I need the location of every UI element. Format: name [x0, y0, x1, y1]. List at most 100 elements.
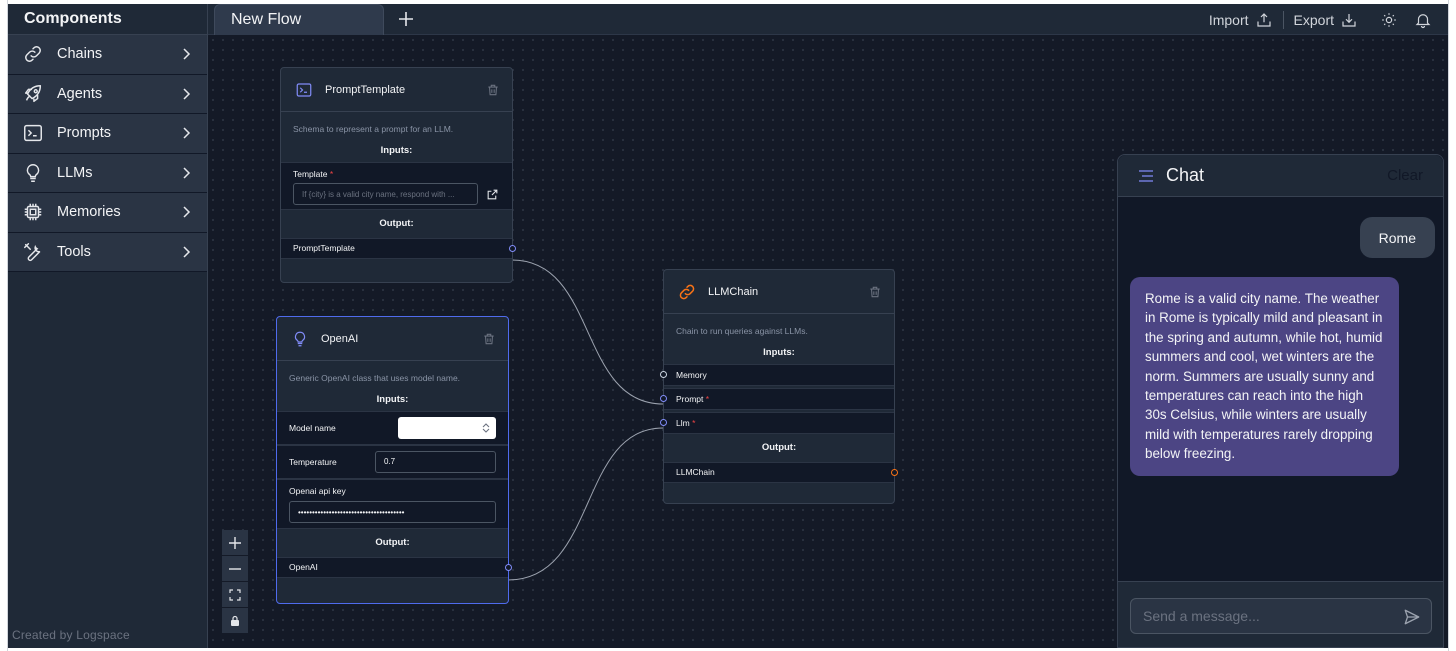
fit-view-button[interactable]: [222, 582, 248, 607]
divider: [1282, 10, 1284, 29]
sidebar-item-memories[interactable]: Memories: [8, 193, 207, 233]
message-input[interactable]: Send a message...: [1130, 598, 1432, 634]
memory-label: Memory: [676, 370, 707, 380]
chevron-right-icon: [183, 206, 191, 218]
prompt-row: Prompt *: [660, 388, 894, 410]
sidebar-item-label: LLMs: [57, 164, 93, 181]
required-mark: *: [329, 169, 334, 179]
trash-icon[interactable]: [486, 83, 500, 97]
prompt-handle[interactable]: [660, 395, 667, 402]
trash-icon[interactable]: [868, 285, 882, 299]
inputs-heading: Inputs:: [376, 394, 409, 405]
node-description: Chain to run queries against LLMs.: [676, 326, 808, 336]
bell-icon[interactable]: [1414, 11, 1432, 29]
output-heading: Output:: [375, 537, 410, 548]
node-prompt-template[interactable]: PromptTemplate Schema to represent a pro…: [280, 67, 516, 283]
zoom-controls: [222, 530, 248, 633]
llm-handle[interactable]: [660, 419, 667, 426]
required-mark: *: [692, 418, 696, 428]
window-left-edge: [0, 0, 8, 651]
clear-button[interactable]: Clear: [1387, 167, 1423, 184]
select-arrows-icon: [482, 423, 490, 433]
plus-icon: [229, 536, 241, 549]
sun-icon[interactable]: [1380, 11, 1398, 29]
rocket-icon: [20, 81, 46, 107]
zoom-in-button[interactable]: [222, 530, 248, 555]
tab-new-flow[interactable]: New Flow: [214, 4, 384, 35]
sidebar-item-chains[interactable]: Chains: [8, 35, 207, 75]
node-header[interactable]: LLMChain: [664, 270, 894, 314]
send-icon[interactable]: [1403, 608, 1421, 626]
bot-message: Rome is a valid city name. The weather i…: [1130, 277, 1399, 476]
llm-row: Llm *: [660, 412, 894, 434]
model-name-label: Model name: [289, 423, 336, 433]
node-title: PromptTemplate: [325, 83, 406, 96]
plus-icon[interactable]: [396, 9, 416, 29]
node-header[interactable]: PromptTemplate: [281, 68, 512, 112]
api-key-input[interactable]: ••••••••••••••••••••••••••••••••••••••: [289, 501, 496, 523]
output-row: OpenAI: [277, 557, 512, 578]
chip-icon: [20, 199, 46, 225]
output-handle[interactable]: [891, 469, 898, 476]
sidebar-item-label: Chains: [57, 46, 103, 63]
required-mark: *: [705, 394, 710, 404]
menu-lines-icon: [1139, 169, 1153, 182]
import-button[interactable]: Import: [1209, 11, 1273, 29]
output-heading: Output:: [761, 442, 797, 453]
lightbulb-icon: [20, 160, 46, 186]
sidebar-item-prompts[interactable]: Prompts: [8, 114, 207, 154]
model-name-select[interactable]: [398, 417, 496, 439]
message-placeholder: Send a message...: [1143, 608, 1260, 624]
minus-icon: [229, 567, 241, 570]
chevron-right-icon: [183, 167, 191, 179]
output-handle[interactable]: [505, 564, 512, 571]
chat-header: Chat Clear: [1118, 155, 1443, 197]
upload-icon: [1256, 12, 1271, 27]
sidebar-item-label: Tools: [57, 243, 91, 260]
top-actions: Import Export: [1209, 4, 1432, 35]
sidebar-item-label: Memories: [57, 204, 121, 221]
chevron-right-icon: [183, 48, 191, 60]
output-row: LLMChain: [664, 462, 898, 483]
temperature-input[interactable]: 0.7: [375, 451, 496, 473]
sidebar-item-tools[interactable]: Tools: [8, 232, 207, 272]
inputs-heading: Inputs:: [763, 347, 795, 358]
chevron-right-icon: [183, 127, 191, 139]
memory-handle[interactable]: [660, 371, 667, 378]
wrench-icon: [20, 239, 46, 265]
lock-button[interactable]: [222, 608, 248, 633]
memory-row: Memory: [660, 364, 894, 386]
link-icon: [20, 41, 46, 67]
output-name: LLMChain: [676, 467, 715, 477]
template-label-wrap: Template *: [293, 167, 500, 181]
sidebar-item-label: Agents: [57, 85, 103, 102]
template-label: Template: [293, 169, 328, 179]
output-handle[interactable]: [509, 245, 516, 252]
node-llmchain[interactable]: LLMChain Chain to run queries against LL…: [660, 269, 898, 504]
model-name-row: Model name: [277, 411, 508, 445]
terminal-icon: [293, 79, 315, 101]
zoom-out-button[interactable]: [222, 556, 248, 581]
chat-title: Chat: [1166, 165, 1205, 185]
prompt-label: Prompt: [676, 394, 704, 404]
trash-icon[interactable]: [482, 332, 496, 346]
template-field-row: Template * If {city} is a valid city nam…: [281, 162, 512, 210]
export-button[interactable]: Export: [1294, 11, 1358, 29]
external-link-icon[interactable]: [486, 188, 499, 201]
user-message: Rome: [1359, 217, 1435, 258]
node-openai[interactable]: OpenAI Generic OpenAI class that uses mo…: [276, 316, 512, 604]
top-bar: New Flow Import Export: [208, 4, 1448, 35]
window-right-edge: [1448, 0, 1456, 651]
node-header[interactable]: OpenAI: [277, 317, 508, 361]
terminal-icon: [20, 120, 46, 146]
link-icon: [676, 281, 698, 303]
sidebar-item-agents[interactable]: Agents: [8, 74, 207, 114]
node-title: LLMChain: [708, 285, 759, 298]
node-title: OpenAI: [321, 332, 359, 345]
temperature-value: 0.7: [384, 457, 396, 466]
sidebar-item-llms[interactable]: LLMs: [8, 153, 207, 193]
node-description: Schema to represent a prompt for an LLM.: [293, 124, 454, 134]
template-input[interactable]: If {city} is a valid city name, respond …: [293, 183, 478, 205]
chat-panel: Chat Clear Rome Rome is a valid city nam…: [1117, 154, 1444, 648]
sidebar-item-label: Prompts: [57, 125, 111, 142]
